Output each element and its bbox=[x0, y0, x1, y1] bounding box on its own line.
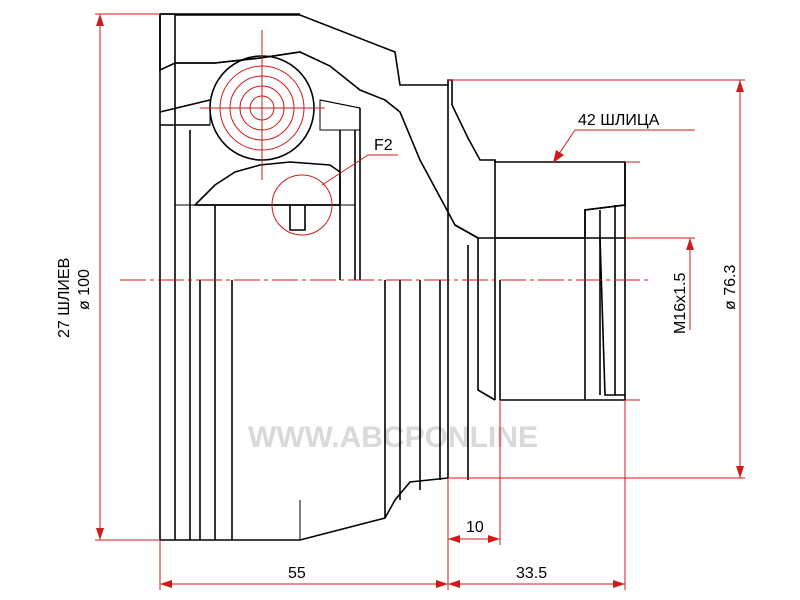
diameter-small-label: ø 76.3 bbox=[722, 265, 739, 310]
splines-small-label: 42 ШЛИЦА bbox=[578, 112, 660, 129]
outer-housing bbox=[159, 13, 626, 541]
detail-f2: F2 bbox=[271, 137, 398, 236]
thread-label: M16x1.5 bbox=[672, 273, 689, 334]
watermark-text: WWW.ABCPONLINE bbox=[248, 421, 538, 454]
ball-bearing bbox=[200, 40, 325, 180]
diameter-big-label: ø 100 bbox=[76, 269, 93, 310]
dim-10-label: 10 bbox=[466, 519, 484, 536]
dim-33-5-label: 33.5 bbox=[516, 565, 547, 582]
feature-f2-label: F2 bbox=[374, 137, 393, 154]
dim-55-label: 55 bbox=[288, 565, 306, 582]
dimension-lines bbox=[95, 13, 745, 590]
splines-big-label: 27 ШЛИЕВ bbox=[56, 258, 73, 338]
